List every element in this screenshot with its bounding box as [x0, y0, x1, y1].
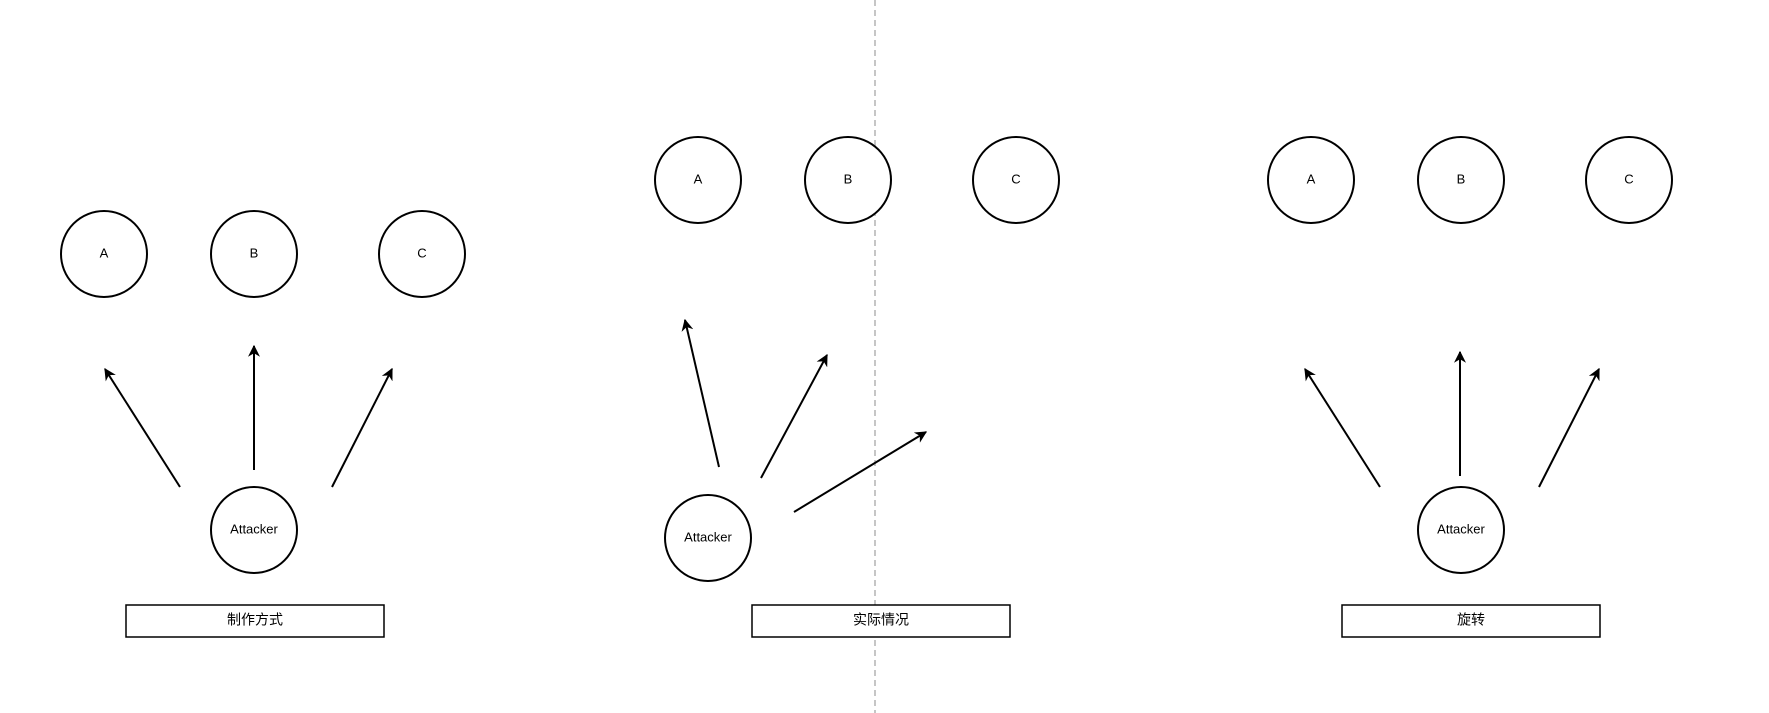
panel-3-target-a-label: A: [1307, 171, 1316, 186]
panel-1: A B C Attacker 制作方式: [60, 210, 466, 638]
panel-2-target-b[interactable]: B: [804, 136, 892, 224]
panel-2-arrow-left[interactable]: [681, 318, 720, 468]
panel-3-caption: 旋转: [1457, 612, 1485, 628]
panel-2-arrow-right[interactable]: [793, 431, 928, 513]
panel-2-caption-box: 实际情况: [751, 604, 1011, 638]
panel-1-target-c[interactable]: C: [378, 210, 466, 298]
panel-3-target-b-label: B: [1457, 171, 1466, 186]
panel-1-target-a-label: A: [100, 245, 109, 260]
panel-1-attacker[interactable]: Attacker: [210, 486, 298, 574]
panel-3-arrow-to-c[interactable]: [1538, 367, 1600, 488]
panel-2-target-c[interactable]: C: [972, 136, 1060, 224]
panel-3-target-b[interactable]: B: [1417, 136, 1505, 224]
panel-1-arrow-to-a[interactable]: [104, 367, 181, 488]
panel-2-target-a-label: A: [694, 171, 703, 186]
panel-3-arrows: [1304, 350, 1600, 488]
panel-1-target-b-label: B: [250, 245, 259, 260]
panel-3-attacker-label: Attacker: [1437, 521, 1485, 536]
panel-3-attacker[interactable]: Attacker: [1417, 486, 1505, 574]
panel-2-attacker[interactable]: Attacker: [664, 494, 752, 582]
panel-1-target-b[interactable]: B: [210, 210, 298, 298]
panel-2-arrows: [681, 318, 928, 513]
panel-2-attacker-label: Attacker: [684, 529, 732, 544]
panel-2-caption: 实际情况: [853, 612, 909, 628]
panel-3-target-a[interactable]: A: [1267, 136, 1355, 224]
panel-3-target-c[interactable]: C: [1585, 136, 1673, 224]
panel-3: A B C Attacker 旋转: [1267, 136, 1673, 638]
panel-1-target-a[interactable]: A: [60, 210, 148, 298]
panel-1-target-c-label: C: [417, 245, 426, 260]
panel-2: A B C Attacker 实际情况: [654, 136, 1060, 638]
panel-1-caption-box: 制作方式: [125, 604, 385, 638]
panel-2-target-b-label: B: [844, 171, 853, 186]
panel-2-target-c-label: C: [1011, 171, 1020, 186]
panel-3-arrow-to-a[interactable]: [1304, 367, 1381, 488]
panel-1-attacker-label: Attacker: [230, 521, 278, 536]
panel-2-arrow-middle[interactable]: [760, 353, 828, 479]
panel-3-target-c-label: C: [1624, 171, 1633, 186]
panel-2-target-a[interactable]: A: [654, 136, 742, 224]
panel-1-arrows: [104, 344, 393, 488]
panel-1-arrow-to-c[interactable]: [331, 367, 393, 488]
panel-1-caption: 制作方式: [227, 612, 283, 628]
panel-3-caption-box: 旋转: [1341, 604, 1601, 638]
